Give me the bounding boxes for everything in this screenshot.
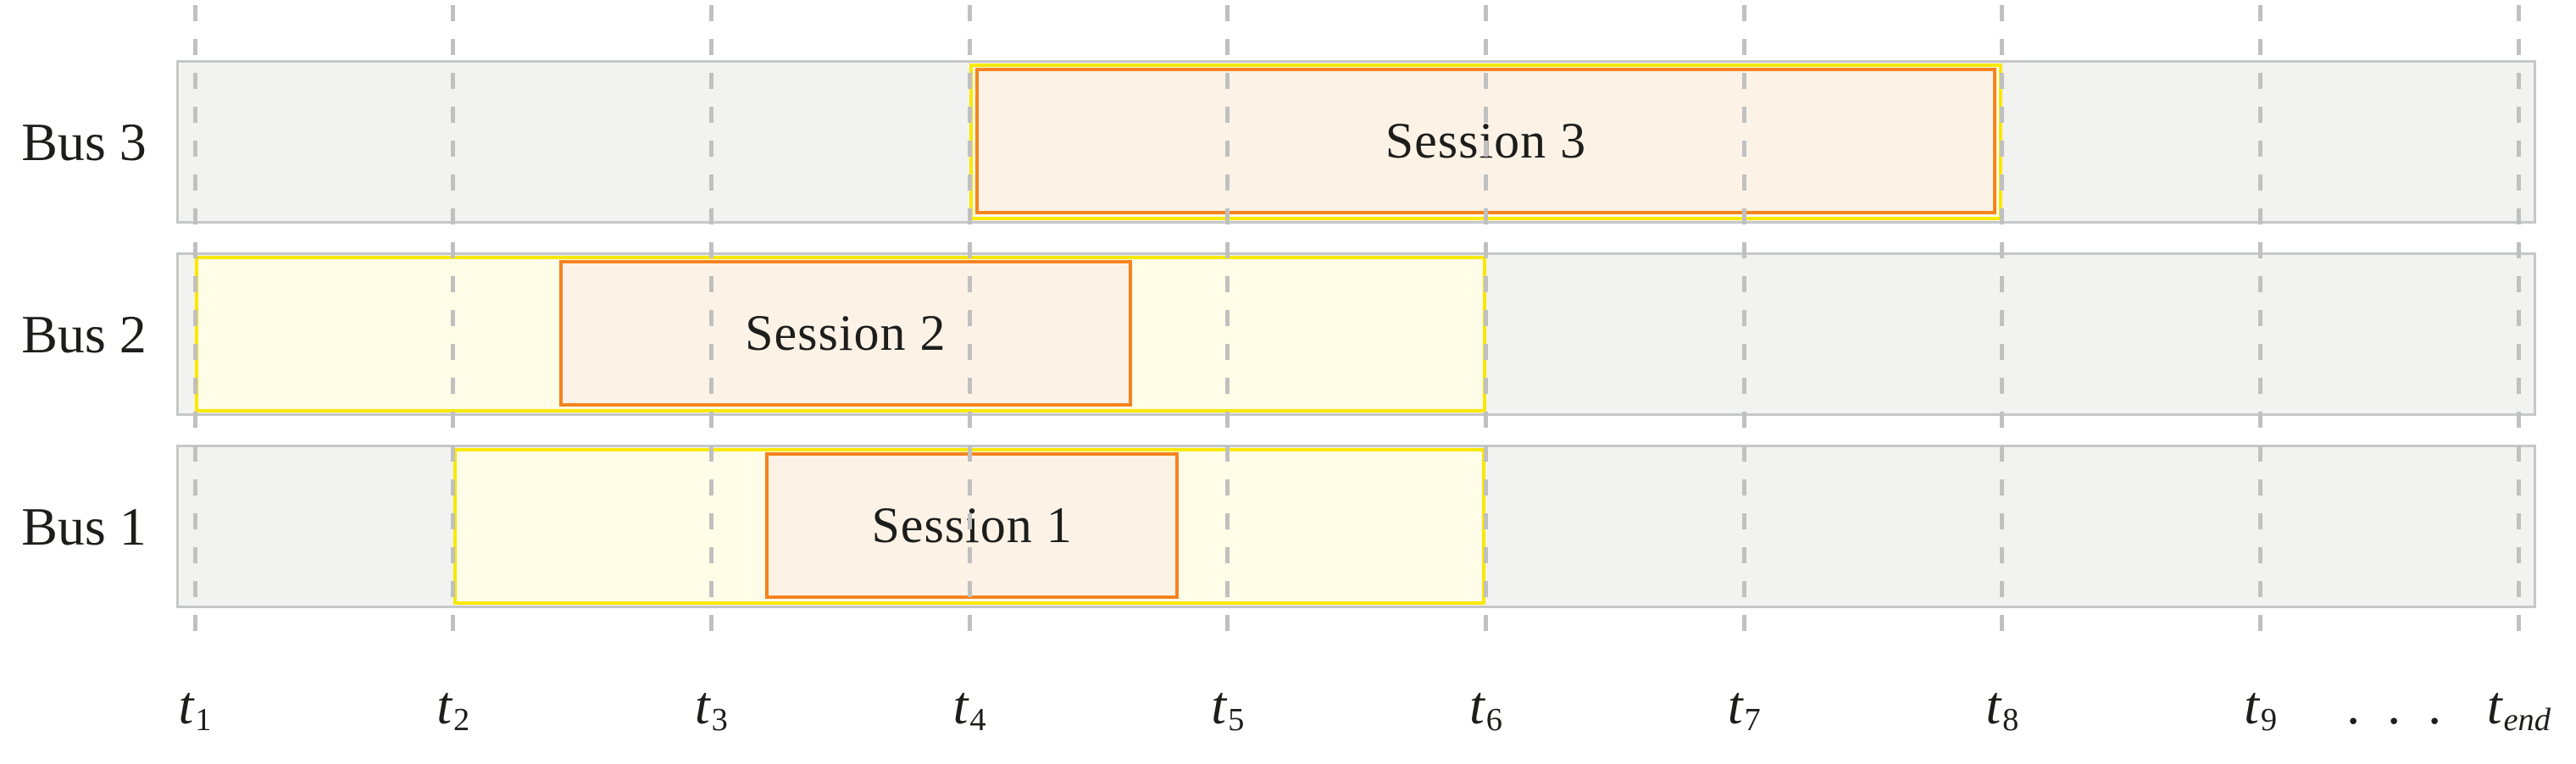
- tick-subscript: 4: [969, 702, 986, 739]
- session-label: Session 1: [871, 497, 1073, 553]
- session-box: Session 1: [765, 452, 1179, 599]
- gridline: [708, 5, 713, 649]
- gridline: [1741, 5, 1746, 649]
- axis-tick-label: t7: [1642, 674, 1846, 739]
- gridline: [1225, 5, 1230, 649]
- tick-subscript: 9: [2260, 702, 2278, 739]
- axis-tick-label: t4: [868, 674, 1071, 739]
- tick-subscript: 5: [1228, 702, 1245, 739]
- session-label: Session 2: [745, 305, 947, 361]
- axis-tick-label: t9: [2159, 674, 2362, 739]
- tick-base: t: [436, 675, 452, 735]
- axis-tick-label: t5: [1126, 674, 1330, 739]
- tick-base: t: [178, 675, 194, 735]
- axis-tick-label: t3: [609, 674, 813, 739]
- axis-tick-label: t2: [352, 674, 555, 739]
- tick-subscript: 6: [1485, 702, 1502, 739]
- tick-subscript: 2: [452, 702, 470, 739]
- axis-tick-label: t6: [1385, 674, 1588, 739]
- gridline: [967, 5, 972, 649]
- session-box: Session 2: [558, 260, 1133, 407]
- tick-subscript: 3: [711, 702, 728, 739]
- bus-label: Bus 1: [21, 495, 147, 556]
- gridline: [2000, 5, 2005, 649]
- axis-tick-label: t8: [1901, 674, 2104, 739]
- tick-subscript: end: [2503, 702, 2551, 739]
- tick-subscript: 7: [1744, 702, 1761, 739]
- bus-label: Bus 3: [21, 111, 147, 172]
- tick-base: t: [2244, 675, 2259, 735]
- tick-base: t: [694, 675, 710, 735]
- tick-subscript: 1: [195, 702, 212, 739]
- axis-tick-label: tend: [2417, 674, 2576, 739]
- gridline: [1484, 5, 1488, 649]
- tick-base: t: [952, 675, 969, 735]
- axis-tick-label: t1: [93, 674, 297, 739]
- gridline: [451, 5, 456, 649]
- tick-base: t: [1727, 675, 1743, 735]
- bus-label: Bus 2: [21, 303, 147, 364]
- tick-subscript: 8: [2002, 702, 2019, 739]
- tick-base: t: [1985, 675, 2001, 735]
- tick-base: t: [1469, 675, 1485, 735]
- gridline: [2258, 5, 2263, 649]
- gridline: [192, 5, 197, 649]
- axis-ellipsis: . . .: [2346, 675, 2449, 735]
- gridline: [2516, 5, 2521, 649]
- tick-base: t: [2486, 675, 2502, 735]
- tick-base: t: [1211, 675, 1227, 735]
